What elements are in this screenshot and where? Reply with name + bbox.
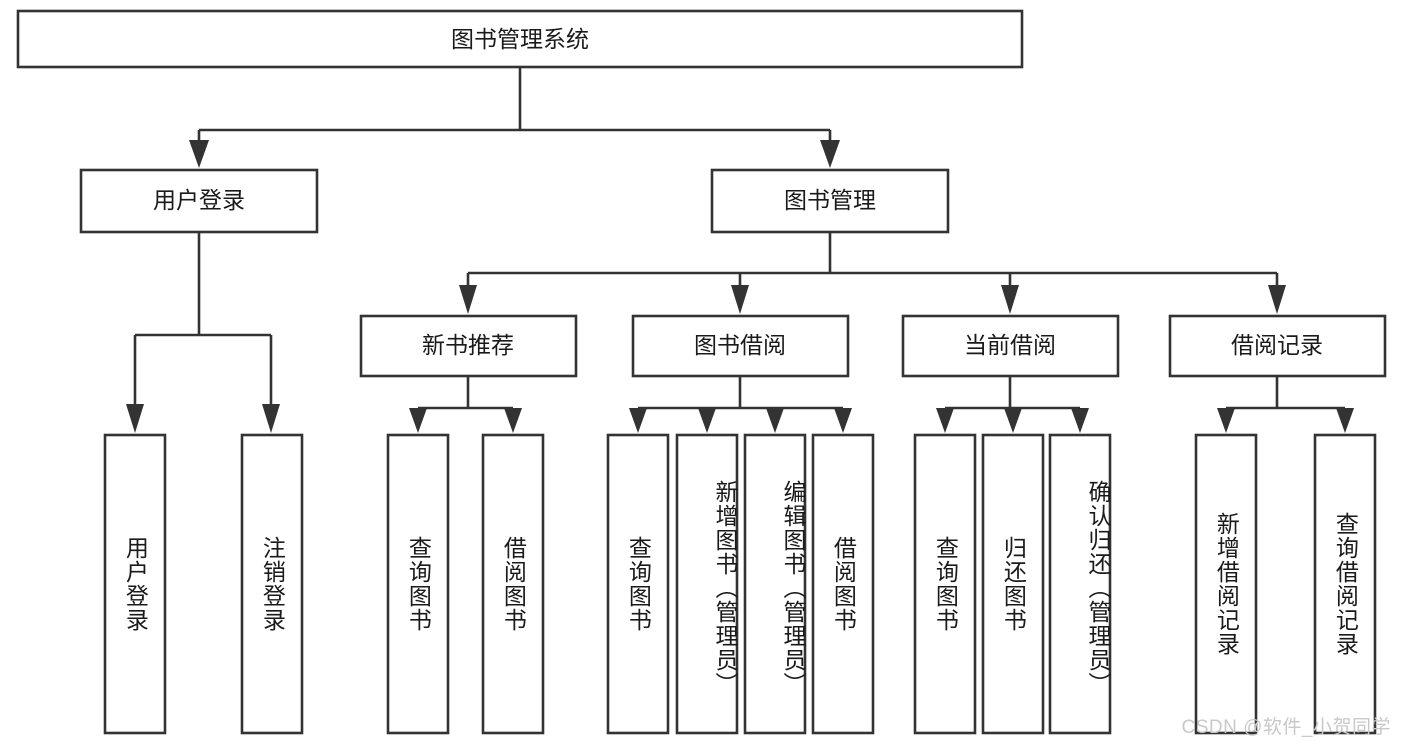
leaf-box-return-book[interactable] — [981, 433, 1045, 735]
node-user-login-box[interactable] — [79, 168, 319, 234]
node-book-management-label: 图书管理 — [784, 187, 876, 213]
arrow-head-bookborrow-leaf-1 — [629, 408, 647, 433]
arrow-head-userlogin — [189, 140, 209, 168]
arrow-head-user-login-leaf — [126, 404, 144, 433]
node-root-box[interactable] — [16, 9, 1024, 69]
leaf-box-query-book-borrow[interactable] — [606, 433, 670, 735]
arrow-head-book-borrow — [731, 285, 749, 314]
leaf-box-borrow-book-recommend[interactable] — [481, 433, 545, 735]
arrow-head-new-book — [459, 285, 477, 314]
arrow-head-bookborrow-leaf-4 — [834, 408, 852, 433]
node-borrow-record-box[interactable] — [1168, 314, 1387, 378]
leaf-box-query-book-current[interactable] — [913, 433, 977, 735]
arrow-head-borrowrecord-leaf-1 — [1217, 408, 1235, 433]
node-book-borrow-box[interactable] — [631, 314, 850, 378]
leaf-box-borrow-book[interactable] — [811, 433, 875, 735]
node-current-borrow-box[interactable] — [901, 314, 1120, 378]
arrow-head-current-borrow — [1001, 285, 1019, 314]
leaf-box-logout[interactable] — [240, 433, 304, 735]
node-root-label: 图书管理系统 — [451, 26, 589, 52]
node-book-management-box[interactable] — [710, 168, 950, 234]
leaf-box-query-borrow-record[interactable] — [1313, 433, 1377, 735]
arrow-head-currentborrow-leaf-2 — [1004, 408, 1022, 433]
leaf-box-add-borrow-record[interactable] — [1194, 433, 1258, 735]
node-new-book-recommend-box[interactable] — [359, 314, 578, 378]
arrow-head-bookmgmt — [820, 140, 840, 168]
node-book-borrow-label: 图书借阅 — [694, 332, 786, 358]
leaf-box-edit-book-admin[interactable] — [743, 433, 807, 735]
node-user-login-label: 用户登录 — [153, 187, 245, 213]
watermark-text: CSDN @软件_小贺同学 — [1181, 717, 1391, 738]
arrow-head-logout-leaf — [262, 404, 280, 433]
arrow-head-borrowrecord-leaf-2 — [1336, 408, 1354, 433]
connector-group — [126, 67, 1354, 433]
node-new-book-recommend-label: 新书推荐 — [422, 332, 514, 358]
arrow-head-newbook-leaf-1 — [409, 408, 427, 433]
arrow-head-currentborrow-leaf-1 — [936, 408, 954, 433]
arrow-head-currentborrow-leaf-3 — [1071, 408, 1089, 433]
leaf-box-confirm-return-admin[interactable] — [1048, 433, 1112, 735]
arrow-head-bookborrow-leaf-2 — [698, 408, 716, 433]
node-current-borrow-label: 当前借阅 — [964, 332, 1056, 358]
node-borrow-record-label: 借阅记录 — [1231, 332, 1323, 358]
leaf-box-user-login[interactable] — [103, 433, 167, 735]
arrow-head-borrow-record — [1268, 285, 1286, 314]
leaf-box-query-book-recommend[interactable] — [386, 433, 450, 735]
arrow-head-bookborrow-leaf-3 — [766, 408, 784, 433]
leaf-box-add-book-admin[interactable] — [675, 433, 739, 735]
arrow-head-newbook-leaf-2 — [504, 408, 522, 433]
